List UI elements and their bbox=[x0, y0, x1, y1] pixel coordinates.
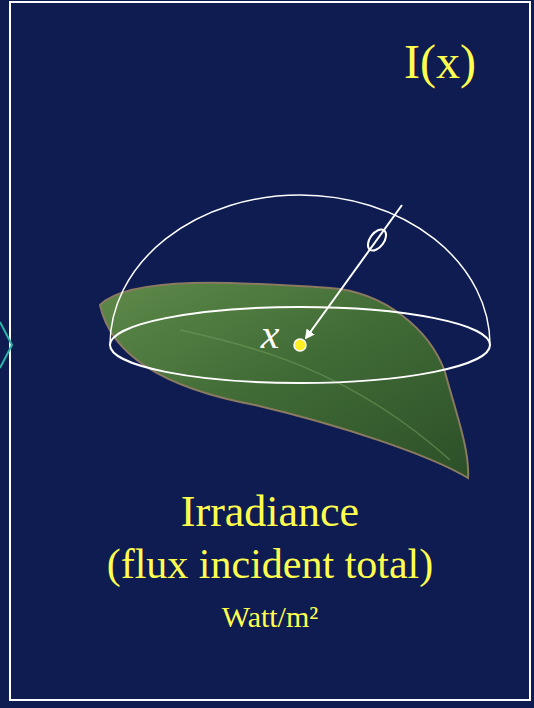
hemisphere-base bbox=[110, 307, 490, 383]
quantity-name: Irradiance bbox=[181, 488, 359, 536]
incident-ray bbox=[306, 205, 402, 338]
hemisphere bbox=[110, 195, 490, 345]
description: (flux incident total) bbox=[107, 541, 434, 587]
point-x bbox=[294, 339, 306, 351]
unit-label: Watt/m² bbox=[222, 600, 319, 633]
point-label: x bbox=[261, 311, 280, 357]
leaf bbox=[100, 283, 468, 478]
panel-frame bbox=[10, 2, 530, 700]
leaf-vein bbox=[180, 330, 450, 460]
chevron bbox=[0, 322, 12, 368]
solid-angle-ring bbox=[364, 226, 389, 254]
title: I(x) bbox=[404, 36, 476, 89]
